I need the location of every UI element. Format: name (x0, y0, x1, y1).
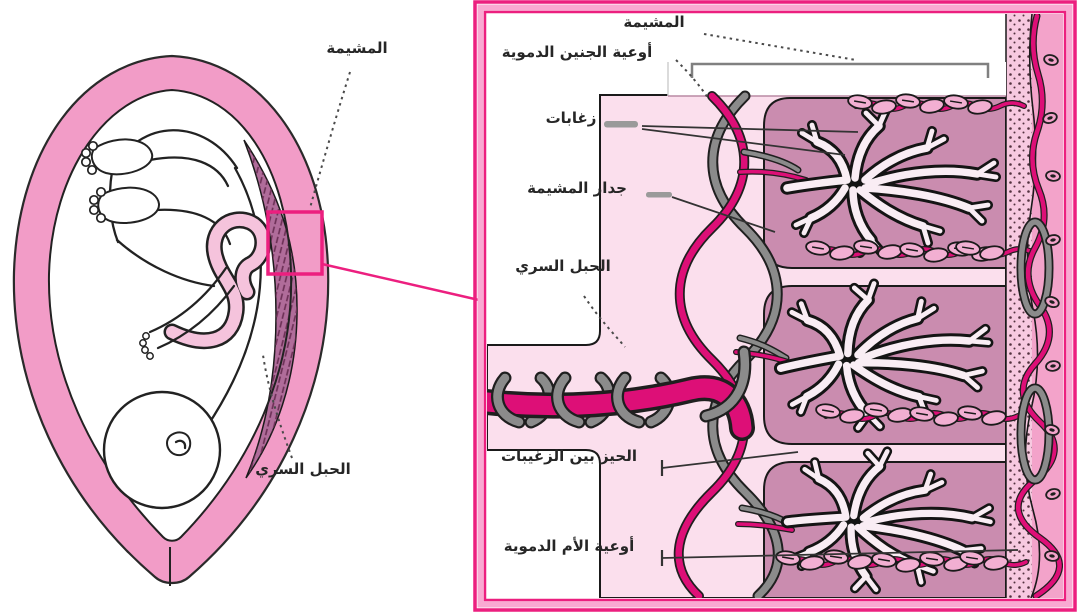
uterus-diagram (12, 54, 480, 586)
leader-fetal-vessels (675, 59, 709, 99)
leader-villi-2 (641, 128, 846, 156)
zoom-highlight-box (266, 210, 324, 276)
leader-maternal-vessels (661, 549, 1019, 559)
umbilical-cord-left (163, 211, 272, 350)
fetus-head (102, 390, 222, 510)
panel-frame-outer (473, 0, 1077, 612)
label-intervillous-space: الحيز بين الزغيبات (500, 447, 638, 465)
leader-umbilical-cord (583, 295, 626, 348)
amnion-outline (47, 88, 293, 542)
fetus-drawing (80, 129, 272, 510)
label-fetal-vessels: أوعية الجنين الدموية (501, 43, 653, 61)
leader-villi-1 (641, 125, 859, 133)
chorionic-plate (668, 62, 1006, 96)
fetus-ear (166, 431, 192, 457)
label-placenta-left: المشيمة (326, 39, 388, 57)
leader-placenta-left (309, 71, 351, 209)
label-placenta-wall: جدار المشيمة (527, 179, 627, 197)
fetus-foot-lower (97, 186, 161, 225)
membrane-bracket (690, 62, 990, 78)
panel-frame-mid (477, 4, 1073, 608)
label-umbilical-cord: الحبل السري (515, 257, 611, 275)
leader-intervillous (661, 451, 799, 469)
label-villi: زغابات (545, 109, 597, 127)
panel-content (487, 14, 1063, 598)
label-maternal-vessels: أوعية الأم الدموية (503, 537, 635, 555)
leader-lines (583, 33, 1019, 566)
placenta-hatching (244, 140, 298, 478)
leader-placenta-wall (671, 196, 776, 233)
fetus-foot-upper (90, 138, 154, 176)
panel-frame-inner (483, 10, 1067, 602)
leader-placenta-title (703, 33, 857, 61)
detail-panel (473, 0, 1077, 612)
label-umbilical-left: الحبل السري (255, 460, 351, 478)
label-placenta-title: المشيمة (623, 13, 685, 31)
zoom-connector-line (321, 262, 480, 302)
